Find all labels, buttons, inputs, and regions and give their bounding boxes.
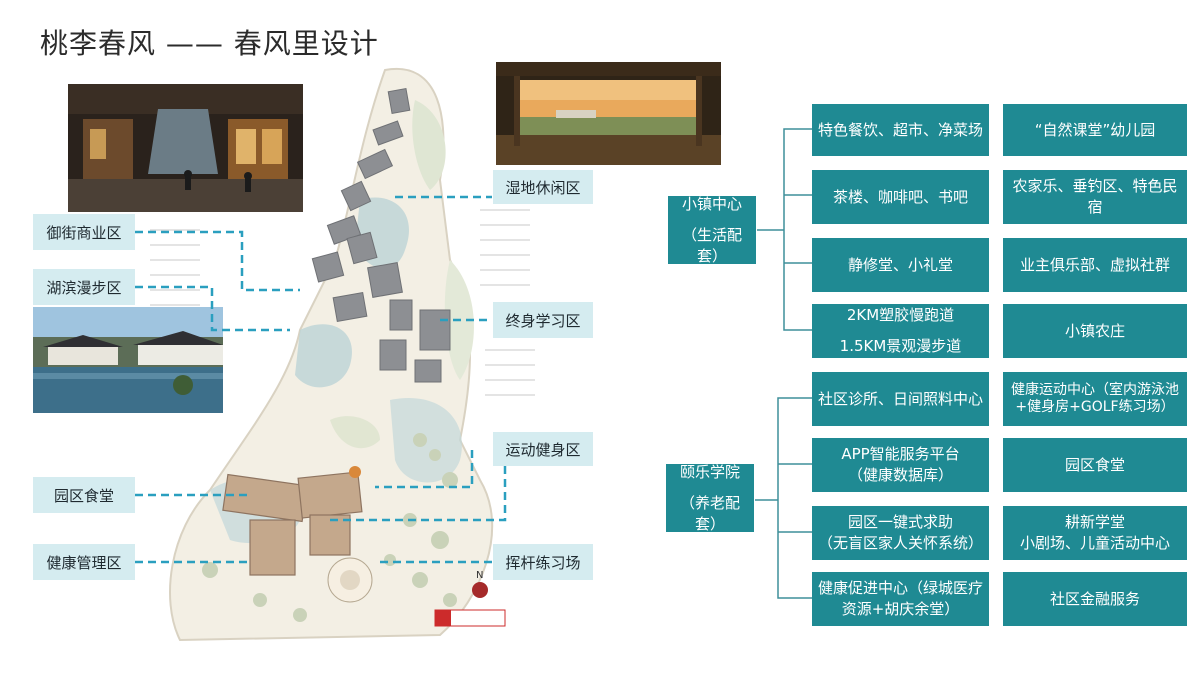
yile-item-canteen: 园区食堂 [1003,438,1187,492]
tree-connectors [755,128,812,599]
map-label-lifelong-learning: 终身学习区 [493,302,593,338]
yile-item-health-promotion: 健康促进中心（绿城医疗资源+胡庆余堂） [812,572,989,626]
yile-item-app-platform: APP智能服务平台 （健康数据库） [812,438,989,492]
map-label-wetland: 湿地休闲区 [493,170,593,204]
svg-text:N: N [476,570,483,581]
town-item-teahouse: 茶楼、咖啡吧、书吧 [812,170,989,224]
map-connectors [135,195,507,564]
town-center-title: 小镇中心 [681,194,742,213]
yile-college-hub: 颐乐学院 （养老配套） [666,462,754,533]
yile-college-title: 颐乐学院 [679,462,740,481]
town-item-running-track: 2KM塑胶慢跑道 1.5KM景观漫步道 [812,304,989,358]
map-label-golf: 挥杆练习场 [493,544,593,580]
map-label-lakeside: 湖滨漫步区 [33,269,135,305]
town-item-farm: 小镇农庄 [1003,304,1187,358]
map-label-canteen: 园区食堂 [33,477,135,513]
map-label-health: 健康管理区 [33,544,135,580]
map-label-imperial-street: 御街商业区 [33,214,135,250]
town-item-dining: 特色餐饮、超市、净菜场 [812,104,989,156]
yile-item-fitness-center: 健康运动中心（室内游泳池+健身房+GOLF练习场） [1003,372,1187,426]
town-item-meditation-hall: 静修堂、小礼堂 [812,238,989,292]
yile-college-subtitle: （养老配套） [679,493,740,533]
street-photo [68,84,303,212]
town-item-farmstay: 农家乐、垂钓区、特色民宿 [1003,170,1187,224]
yile-item-emergency-help: 园区一键式求助 （无盲区家人关怀系统） [812,506,989,560]
wetland-photo [496,62,721,165]
town-item-kindergarten: “自然课堂”幼儿园 [1003,104,1187,156]
lakeside-photo [33,307,223,413]
map-label-sports: 运动健身区 [493,432,593,466]
page-title: 桃李春风 —— 春风里设计 [40,27,379,60]
yile-item-clinic: 社区诊所、日间照料中心 [812,372,989,426]
town-center-hub: 小镇中心 （生活配套） [668,194,756,265]
town-item-owners-club: 业主俱乐部、虚拟社群 [1003,238,1187,292]
town-center-subtitle: （生活配套） [681,225,742,265]
yile-item-study-hall: 耕新学堂 小剧场、儿童活动中心 [1003,506,1187,560]
yile-item-finance: 社区金融服务 [1003,572,1187,626]
